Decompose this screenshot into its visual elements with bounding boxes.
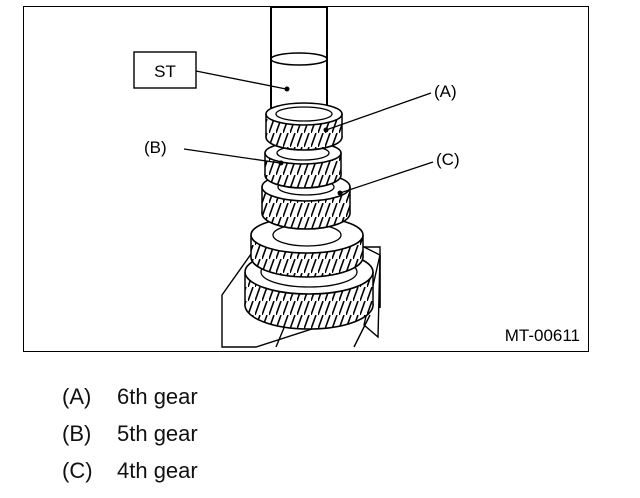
legend-key: (C)	[62, 458, 93, 483]
legend-item: (A) 6th gear	[62, 378, 198, 415]
callout-c: (C)	[337, 150, 460, 196]
legend-text: 4th gear	[117, 458, 198, 483]
figure-frame: ST (A) (B) (C) MT-00611	[23, 6, 589, 352]
callout-a-text: (A)	[434, 82, 457, 101]
st-label: ST	[133, 51, 290, 92]
legend-key: (A)	[62, 384, 92, 409]
gear-assembly-diagram: ST (A) (B) (C) MT-00611	[133, 7, 580, 348]
legend-item: (C) 4th gear	[62, 452, 198, 489]
sixth-gear	[265, 102, 343, 151]
callout-b: (B)	[144, 138, 284, 166]
legend: (A) 6th gear (B) 5th gear (C) 4th gear	[62, 378, 198, 489]
callout-c-text: (C)	[436, 150, 460, 169]
special-tool-shaft	[270, 7, 328, 113]
figure-code: MT-00611	[505, 326, 580, 345]
callout-b-text: (B)	[144, 138, 167, 157]
legend-text: 6th gear	[117, 384, 198, 409]
legend-item: (B) 5th gear	[62, 415, 198, 452]
legend-key: (B)	[62, 421, 92, 446]
legend-text: 5th gear	[117, 421, 198, 446]
callout-a: (A)	[323, 82, 457, 133]
lower-gear-stack	[244, 216, 374, 330]
st-label-text: ST	[154, 62, 176, 81]
